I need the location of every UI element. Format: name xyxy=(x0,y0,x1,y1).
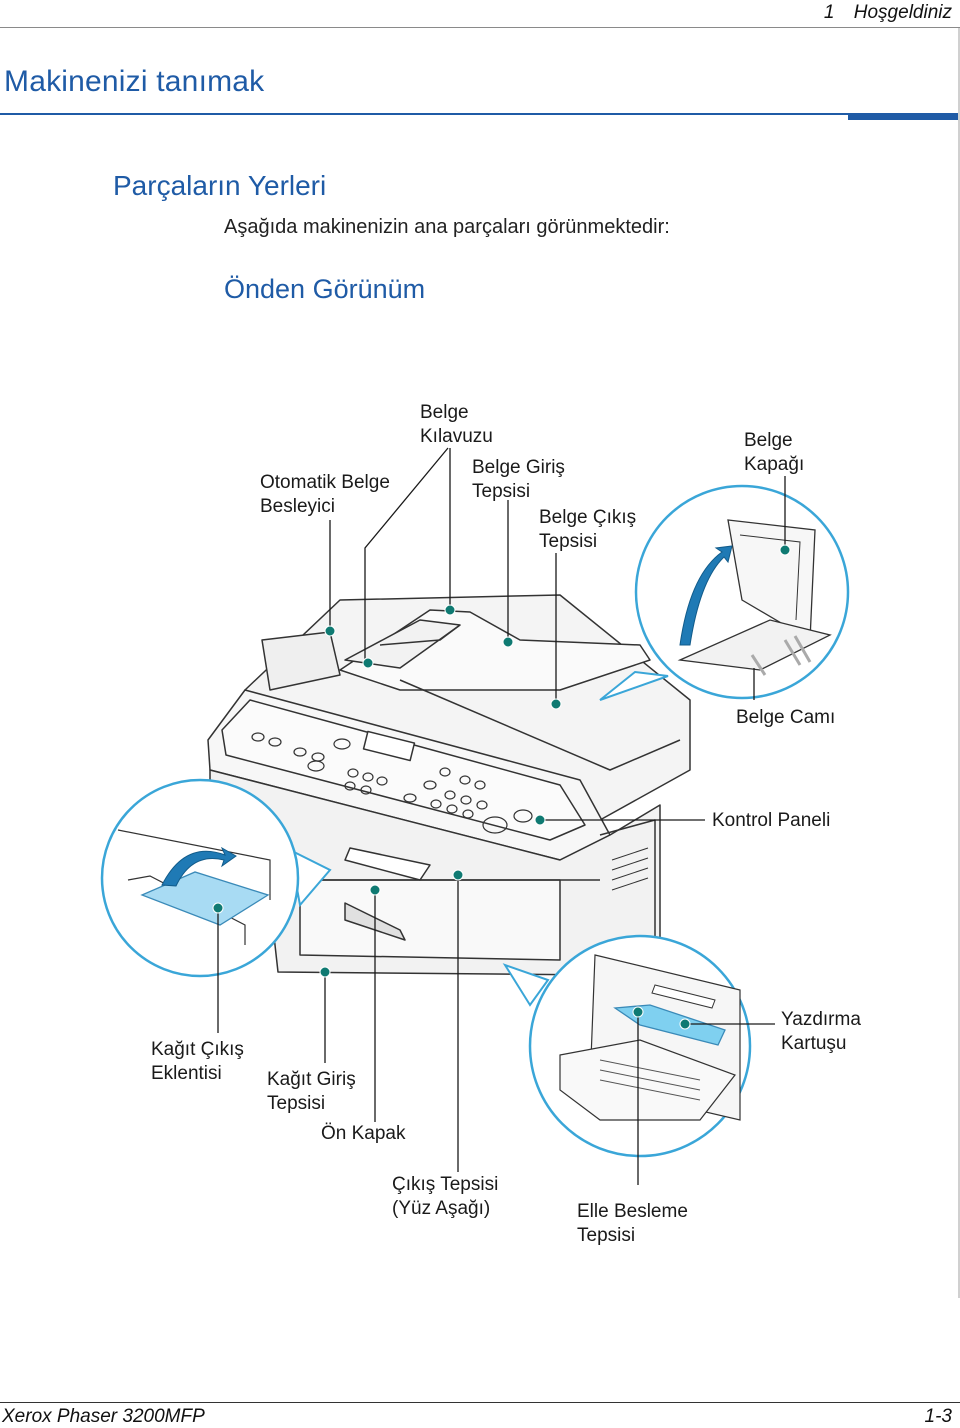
page-edge-line xyxy=(958,28,960,1298)
title-rule-accent xyxy=(848,113,960,120)
label-on-kapak: Ön Kapak xyxy=(321,1123,406,1144)
running-header: 1 Hoşgeldiniz xyxy=(824,2,952,24)
intro-text: Aşağıda makinenizin ana parçaları görünm… xyxy=(224,216,670,238)
chapter-title: Makinenizi tanımak xyxy=(4,65,265,98)
callout-dot xyxy=(324,625,336,637)
chapter-number: 1 xyxy=(823,2,835,23)
header-rule xyxy=(0,27,960,28)
chapter-name: Hoşgeldiniz xyxy=(853,2,952,23)
subsection-title: Önden Görünüm xyxy=(224,274,426,304)
footer-page-number: 1-3 xyxy=(924,1406,952,1427)
label-kontrol-paneli: Kontrol Paneli xyxy=(712,810,831,831)
section-title: Parçaların Yerleri xyxy=(113,170,327,201)
footer-product-name: Xerox Phaser 3200MFP xyxy=(2,1406,205,1427)
title-rule xyxy=(0,113,960,115)
label-belge-cami: Belge Camı xyxy=(736,707,836,728)
label-cikis-tepsisi-yuz-asagi: Çıkış Tepsisi(Yüz Aşağı) xyxy=(392,1174,499,1219)
footer-rule xyxy=(0,1402,960,1403)
